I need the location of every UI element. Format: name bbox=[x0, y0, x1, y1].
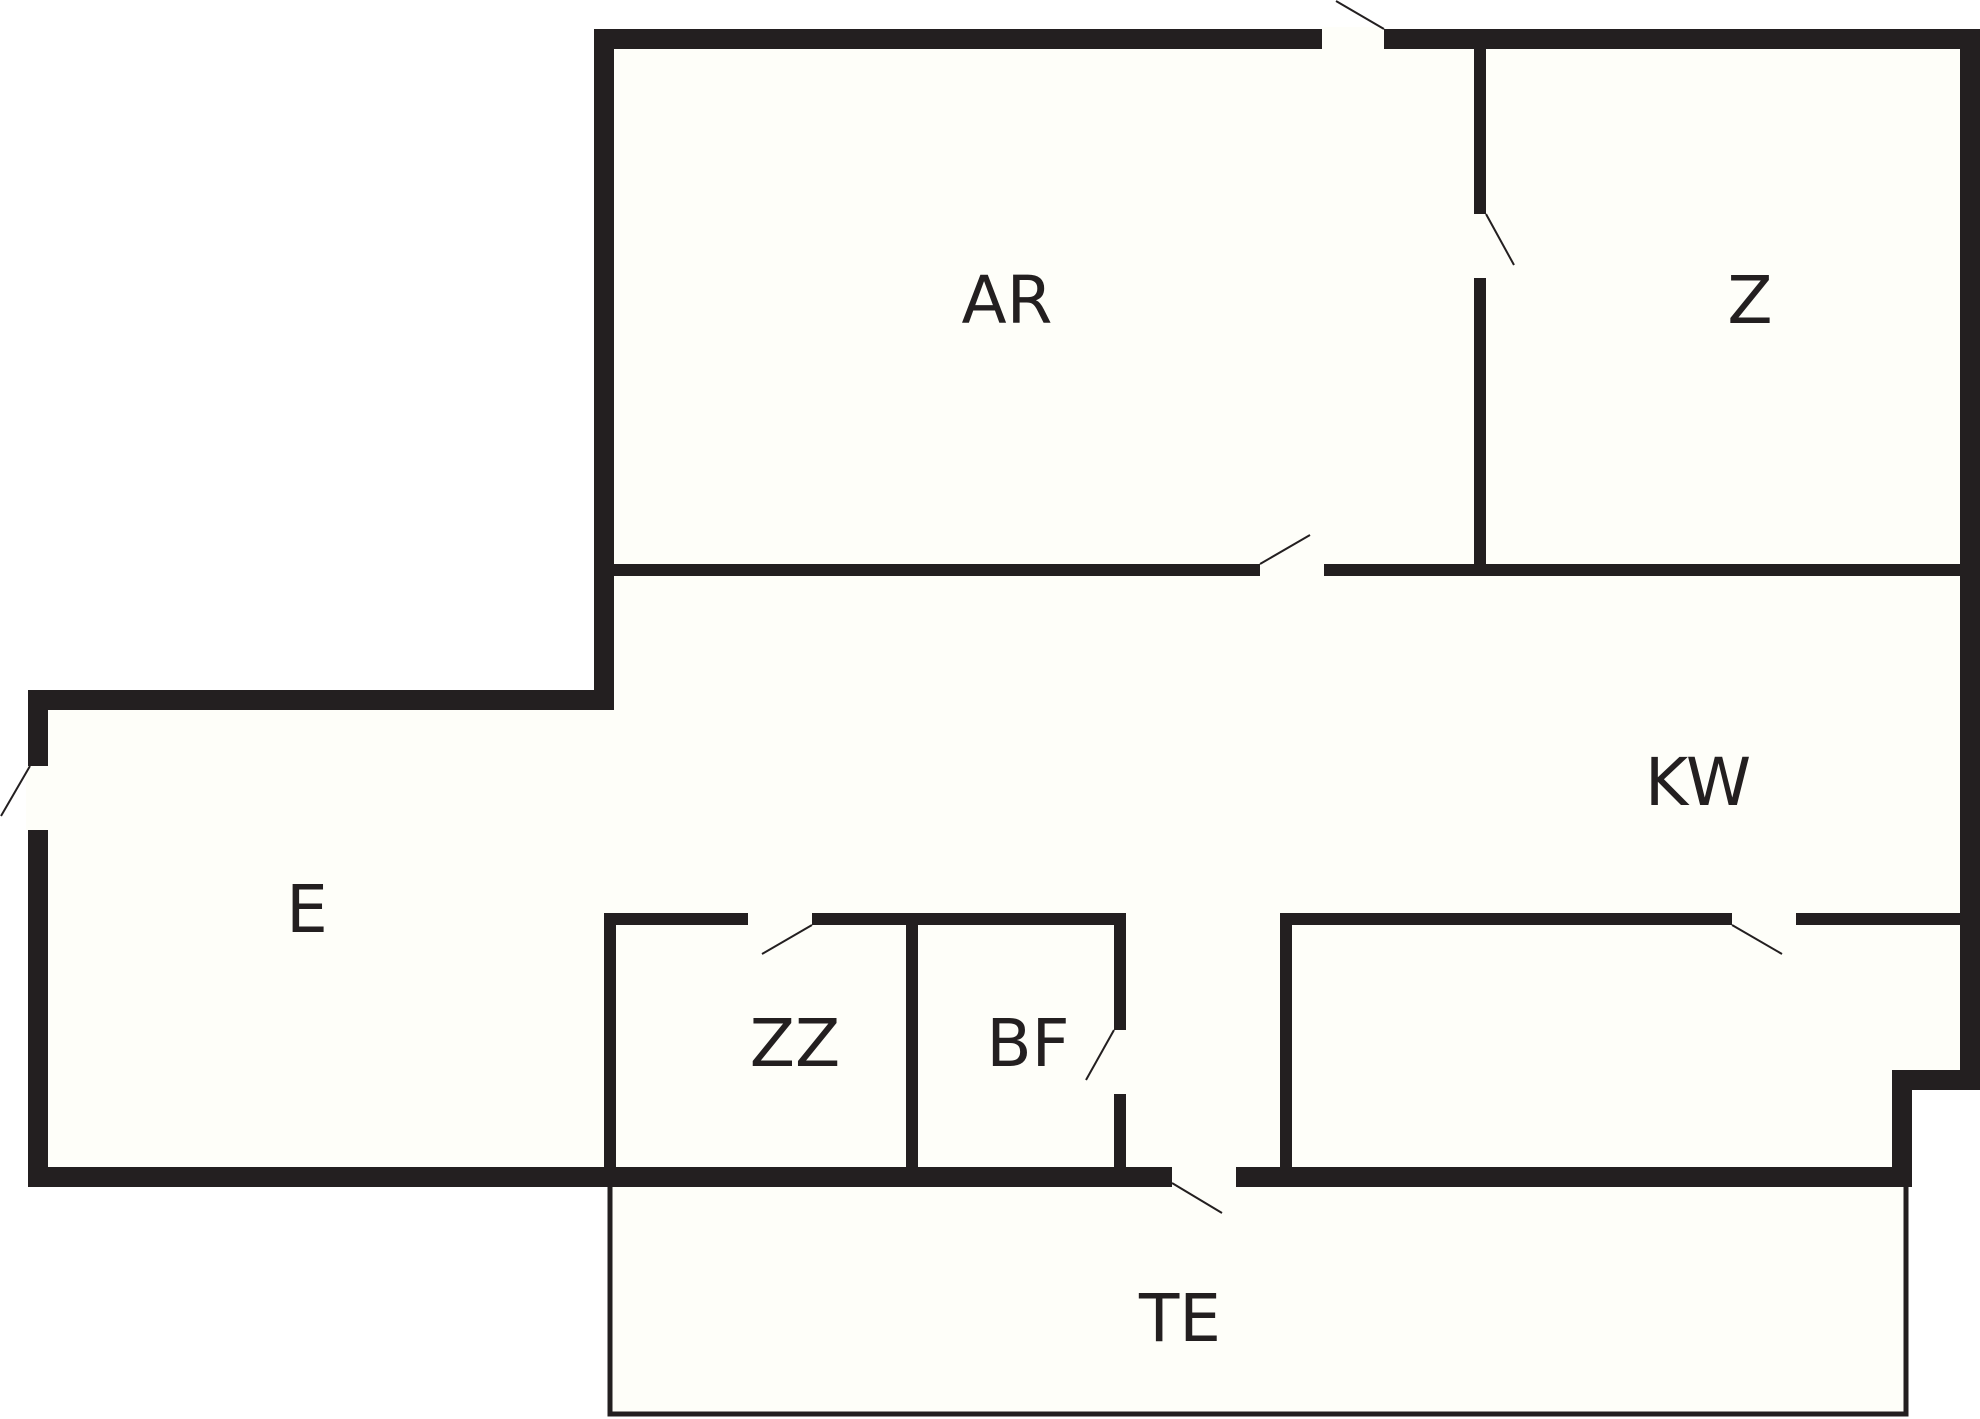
door-top-swing bbox=[1335, 0, 1385, 30]
door-ar-z-swing bbox=[1485, 213, 1515, 266]
floor-z bbox=[1480, 47, 1960, 565]
floor-areas bbox=[48, 47, 1960, 1414]
wall-top bbox=[594, 29, 1980, 49]
door-ar-z-gap bbox=[1472, 214, 1488, 278]
wall-zz-left bbox=[604, 913, 616, 1175]
door-ar-bottom-gap bbox=[1260, 562, 1324, 578]
door-e-left-gap bbox=[26, 766, 50, 830]
door-terrace-gap bbox=[1172, 1165, 1236, 1187]
wall-e-left bbox=[28, 690, 48, 1187]
terrace-outline bbox=[607, 1185, 1909, 1417]
wall-store-top bbox=[1280, 913, 1966, 925]
door-ar-bottom-swing bbox=[1259, 534, 1311, 565]
floor-te bbox=[610, 1185, 1906, 1414]
wall-zz-top bbox=[604, 913, 1126, 925]
doors bbox=[0, 0, 1796, 1214]
door-zz-swing bbox=[761, 924, 813, 955]
door-e-left-swing bbox=[0, 765, 31, 817]
wall-ar-left bbox=[594, 29, 614, 710]
room-label-ar: AR bbox=[961, 262, 1052, 339]
door-bf-gap bbox=[1112, 1030, 1128, 1094]
room-label-zz: ZZ bbox=[750, 1005, 840, 1082]
room-label-te: TE bbox=[1138, 1280, 1221, 1357]
wall-zz-bf bbox=[906, 913, 918, 1175]
room-label-kw: KW bbox=[1645, 744, 1751, 821]
floor-kw-e bbox=[48, 574, 1960, 1175]
floor-ar bbox=[610, 47, 1474, 565]
door-store-gap bbox=[1732, 911, 1796, 927]
wall-e-top bbox=[28, 690, 614, 710]
wall-ar-z bbox=[1474, 45, 1486, 570]
door-store-swing bbox=[1731, 924, 1783, 955]
door-zz-gap bbox=[748, 911, 812, 927]
wall-right-upper bbox=[1960, 29, 1980, 1089]
room-labels: AR Z KW E ZZ BF TE bbox=[286, 262, 1772, 1357]
room-label-z: Z bbox=[1727, 262, 1772, 339]
room-label-e: E bbox=[286, 871, 328, 948]
door-bf-swing bbox=[1085, 1029, 1115, 1081]
room-label-bf: BF bbox=[986, 1005, 1069, 1082]
wall-right-notch-h bbox=[1892, 1070, 1980, 1090]
door-terrace-swing bbox=[1171, 1182, 1223, 1214]
wall-store-left bbox=[1280, 913, 1292, 1175]
door-top-gap bbox=[1322, 27, 1384, 51]
wall-bottom bbox=[28, 1167, 1912, 1187]
wall-right-lower bbox=[1892, 1070, 1912, 1185]
